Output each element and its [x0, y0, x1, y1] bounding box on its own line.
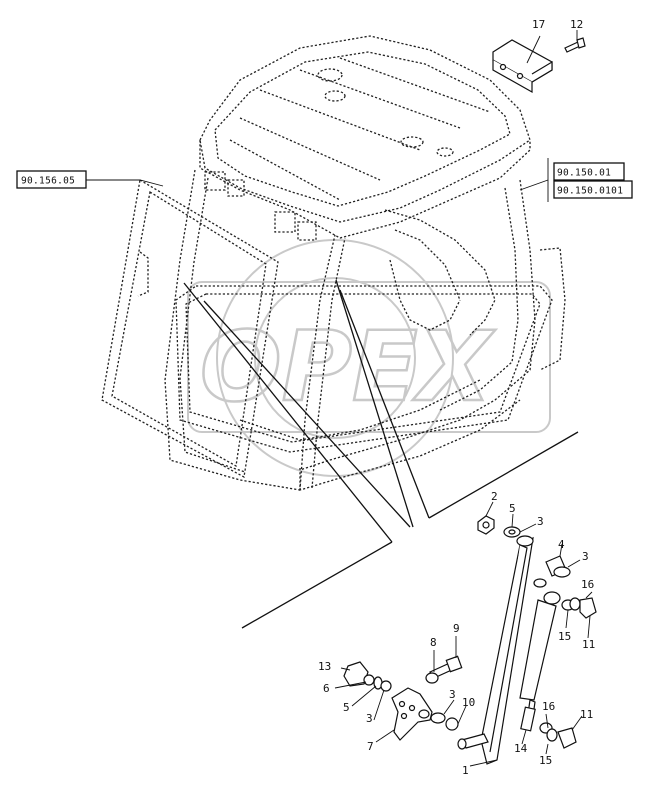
callout-6: 6 [323, 682, 330, 695]
bracket-screw [564, 30, 586, 53]
callout-15: 15 [539, 754, 552, 767]
callout-10: 10 [462, 696, 475, 709]
watermark-text: OPEX [200, 311, 496, 423]
callout-11: 11 [580, 708, 593, 721]
reference-label: 90.150.01 [557, 168, 611, 179]
callout-9: 9 [453, 622, 460, 635]
reference-box [553, 180, 633, 199]
callout-3: 3 [449, 688, 456, 701]
callout-3: 3 [582, 550, 589, 563]
callout-15: 15 [558, 630, 571, 643]
cab-roof [199, 35, 531, 241]
callout-5: 5 [509, 502, 516, 515]
upper-hardware [477, 501, 597, 639]
reference-box [553, 162, 625, 181]
callout-8: 8 [430, 636, 437, 649]
cab-frame [164, 169, 566, 491]
reference-left: 90.156.05 [16, 170, 164, 189]
watermark: OPEX [187, 239, 551, 477]
callout-17: 17 [532, 18, 545, 31]
callout-7: 7 [367, 740, 374, 753]
callout-12: 12 [570, 18, 583, 31]
callouts: 1 2 5 3 4 3 16 15 11 17 12 13 6 5 3 7 8 … [318, 18, 595, 777]
callout-16: 16 [581, 578, 594, 591]
callout-1: 1 [462, 764, 469, 777]
reference-right: 90.150.01 90.150.0101 [519, 158, 633, 202]
view-pointer-lines [183, 279, 579, 629]
reference-label: 90.156.05 [21, 176, 75, 187]
callout-11: 11 [582, 638, 595, 651]
callout-3: 3 [366, 712, 373, 725]
support-arm [469, 535, 534, 767]
reference-label: 90.150.0101 [557, 186, 623, 197]
callout-3: 3 [537, 515, 544, 528]
mounting-bracket [492, 35, 553, 94]
side-window [101, 178, 279, 479]
lower-hardware [334, 636, 583, 755]
gas-strut [519, 578, 561, 745]
callout-13: 13 [318, 660, 331, 673]
callout-2: 2 [491, 490, 498, 503]
callout-5: 5 [343, 701, 350, 714]
rear-window [175, 285, 553, 453]
callout-14: 14 [514, 742, 528, 755]
callout-4: 4 [558, 538, 565, 551]
reference-box [16, 170, 87, 189]
callout-16: 16 [542, 700, 555, 713]
